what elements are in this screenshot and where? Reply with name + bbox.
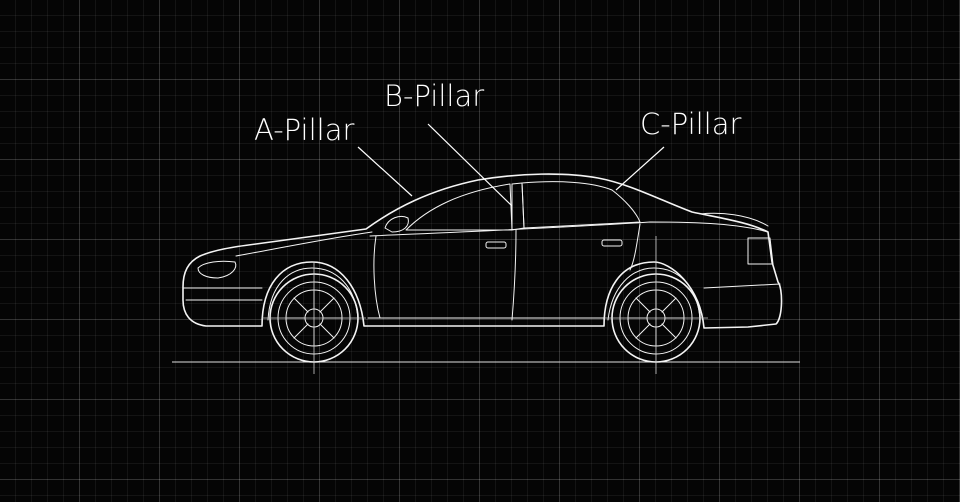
front-door-handle	[485, 241, 507, 249]
rear-window	[521, 181, 641, 229]
rear-bumper-line	[703, 283, 781, 289]
rear-door-edge	[629, 223, 641, 271]
b-pillar-shape	[511, 182, 525, 231]
hood-crease	[235, 231, 373, 257]
rear-wheel	[604, 236, 708, 374]
a-pillar-label: A-Pillar	[254, 113, 354, 147]
c-pillar-label: C-Pillar	[640, 107, 742, 141]
rear-door-handle	[601, 239, 623, 247]
beltline	[369, 221, 769, 237]
side-mirror	[384, 215, 409, 233]
b-pillar-leader	[427, 123, 513, 207]
rear-wheel-arch	[607, 267, 701, 321]
c-pillar-leader	[615, 146, 665, 191]
front-wheel-arch	[267, 267, 359, 321]
body-silhouette	[182, 173, 783, 329]
headlight	[197, 260, 237, 279]
trunk-lid	[699, 212, 769, 227]
a-pillar-leader	[357, 146, 413, 197]
b-pillar-label: B-Pillar	[384, 79, 484, 113]
door-split	[511, 229, 517, 321]
front-window	[405, 183, 513, 231]
tail-light	[747, 237, 774, 265]
front-wheel	[262, 262, 366, 374]
front-door-edge	[373, 235, 381, 319]
car-outline	[182, 173, 783, 329]
